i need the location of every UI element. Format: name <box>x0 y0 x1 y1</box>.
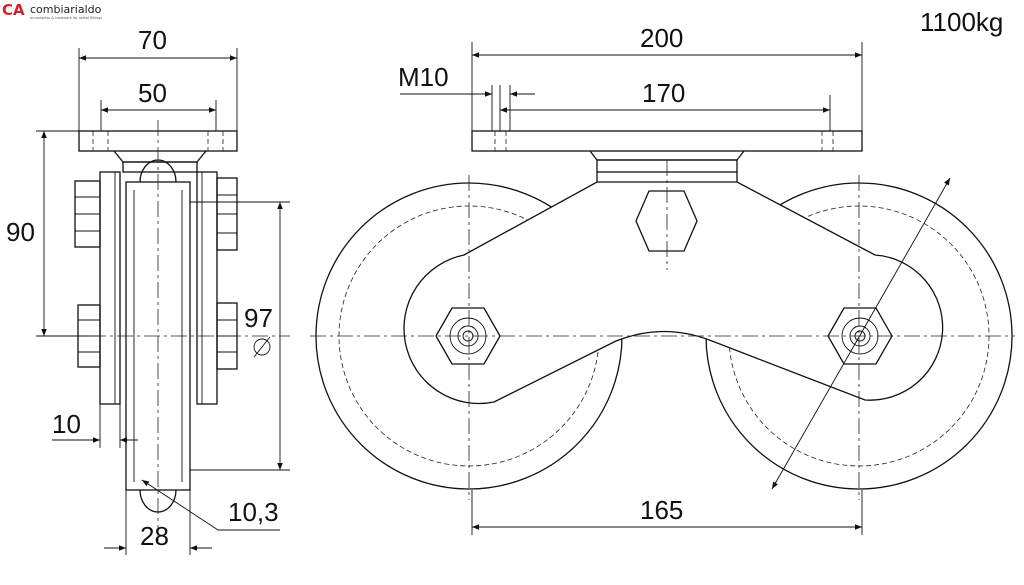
dim-axles-165: 165 <box>640 495 683 525</box>
dim-width-50: 50 <box>138 78 167 108</box>
dim-thread-m10: M10 <box>398 62 449 92</box>
side-view: 70 50 90 97 10 10,3 28 <box>6 25 290 555</box>
dim-width-70: 70 <box>138 25 167 55</box>
dim-diameter-97: 97 <box>244 303 273 333</box>
front-view: 200 170 M10 165 <box>310 23 1015 535</box>
logo-mark: CA <box>2 1 25 19</box>
dim-groove-10-3: 10,3 <box>228 497 279 527</box>
swing-arm-bracket <box>403 181 944 405</box>
mounting-plate-front <box>471 130 863 152</box>
dim-height-90: 90 <box>6 217 35 247</box>
dim-holes-170: 170 <box>642 78 685 108</box>
pivot-bolt-head <box>635 190 698 252</box>
left-bracket-plate <box>99 171 121 405</box>
load-rating: 1100kg <box>920 7 1003 37</box>
dim-wheel-28: 28 <box>140 521 169 551</box>
diameter-symbol-icon <box>253 336 271 358</box>
logo-name: combiarialdo <box>30 3 102 16</box>
dim-plate-10: 10 <box>52 409 81 439</box>
upper-bolt <box>74 177 238 251</box>
logo-tagline: accessories & hardware for metal fitting… <box>30 16 102 20</box>
brand-logo: CA combiarialdo accessories & hardware f… <box>2 1 102 20</box>
right-bracket-plate <box>196 171 218 405</box>
dim-length-200: 200 <box>640 23 683 53</box>
